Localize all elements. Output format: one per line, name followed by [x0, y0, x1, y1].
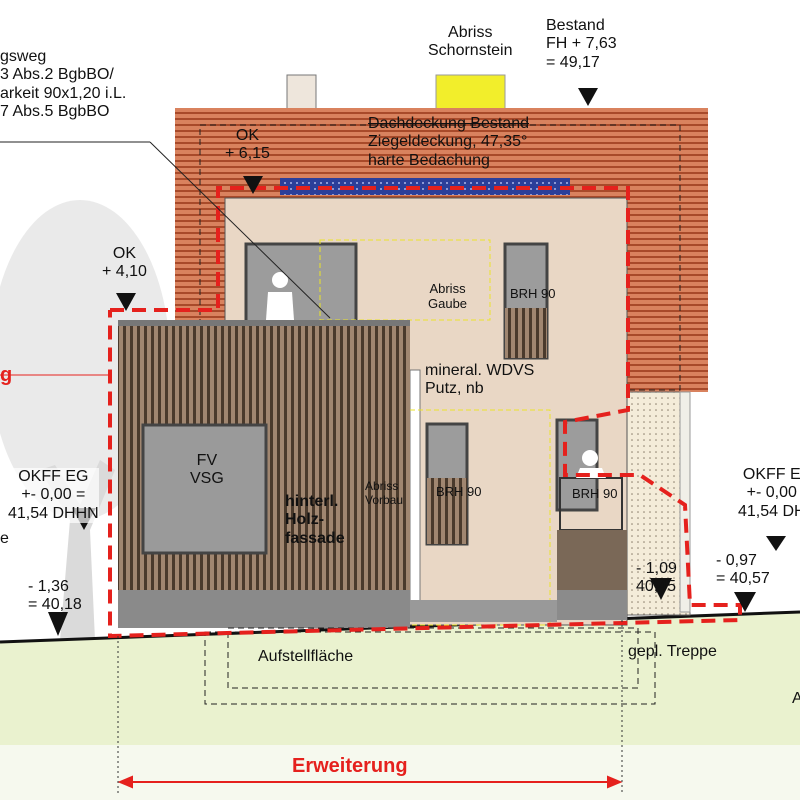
- facade-base: [410, 600, 557, 622]
- fv-window: [141, 423, 268, 555]
- label-line: hinterl.: [285, 493, 339, 510]
- label-line: +- 0,00: [746, 484, 797, 502]
- person-silhouette: [266, 272, 606, 478]
- label-line: Abriss: [365, 479, 399, 493]
- cut-text-right: A: [792, 690, 800, 707]
- lower-ground: [0, 745, 800, 800]
- door-panel: [557, 530, 627, 590]
- label-line: OKFF E: [742, 466, 800, 483]
- extension-dimension: [117, 775, 623, 789]
- setup-area-outline: [204, 627, 656, 705]
- label-line: Dachdeckung Bestand: [368, 115, 529, 132]
- label-line: mineral. WDVS: [425, 362, 535, 379]
- extension-parapet: [118, 320, 410, 326]
- label-line: fassade: [285, 529, 345, 547]
- level-right-label: - 0,97= 40,57: [716, 552, 770, 589]
- okff-left-label: OKFF EG+- 0,00 =41,54 DHHN: [8, 468, 99, 524]
- label-line: OKFF EG: [18, 468, 89, 485]
- label-line: - 0,97: [716, 552, 757, 569]
- cut-text: e: [0, 530, 9, 547]
- downpipe: [409, 369, 421, 621]
- note-line: gsweg: [0, 48, 47, 65]
- label-line: harte Bedachung: [368, 151, 490, 169]
- label-line: = 40,57: [716, 570, 770, 588]
- label-line: Schornstein: [428, 42, 513, 60]
- extension-boundary: [108, 186, 742, 639]
- brh-right-label: BRH 90: [572, 486, 618, 501]
- ok-lower-label: OK+ 4,10: [102, 245, 147, 282]
- label-line: FV: [196, 452, 218, 469]
- label-line: VSG: [190, 470, 224, 488]
- note-line: 7 Abs.5 BgbBO: [0, 103, 110, 121]
- label-line: Bestand: [546, 17, 605, 34]
- wood-facade-label: hinterl.Holz-fassade: [285, 493, 345, 548]
- label-line: = 49,17: [546, 53, 600, 71]
- label-line: 40,45: [636, 578, 677, 596]
- window-railing: [427, 478, 467, 544]
- ok-upper-label: OK+ 6,15: [225, 127, 270, 164]
- label-line: + 4,10: [102, 263, 147, 281]
- extension-label: Erweiterung: [292, 755, 408, 777]
- brh-middle-label: BRH 90: [436, 484, 482, 499]
- note-line: 3 Abs.2 BgbBO/: [0, 66, 114, 84]
- extension-base: [118, 590, 410, 628]
- planned-stair-label: gepl. Treppe: [628, 643, 717, 660]
- label-line: Ziegeldeckung, 47,35°: [368, 133, 528, 151]
- solar-panels: [280, 178, 570, 195]
- level-left-label: - 1,36= 40,18: [28, 578, 82, 615]
- label-line: +- 0,00 =: [21, 486, 86, 504]
- label-line: OK: [235, 127, 260, 144]
- note-line: arkeit 90x1,20 i.L.: [0, 84, 127, 102]
- label-line: - 1,09: [636, 560, 677, 577]
- leader-lines: [0, 141, 331, 376]
- window-railing: [505, 308, 547, 358]
- label-line: - 1,36: [28, 578, 69, 595]
- label-line: Putz, nb: [425, 380, 484, 398]
- label-line: Gaube: [428, 295, 468, 311]
- label-line: Holz-: [285, 511, 325, 529]
- label-line: Abriss: [429, 281, 466, 296]
- label-line: FH + 7,63: [546, 35, 617, 53]
- setup-area-label: Aufstellfläche: [258, 648, 354, 665]
- ground: [0, 612, 800, 745]
- chimney: [286, 74, 317, 110]
- base-plinth: [557, 590, 627, 620]
- brh-upper-label: BRH 90: [510, 286, 556, 301]
- window: [244, 242, 358, 324]
- label-line: 41,54 DHHN: [8, 504, 99, 522]
- label-line: = 40,18: [28, 596, 82, 614]
- label-line: Vorbau: [365, 492, 404, 507]
- label-line: OK: [112, 245, 137, 262]
- label-line: + 6,15: [225, 145, 270, 163]
- cut-red-text: g: [0, 364, 13, 386]
- label-line: Abriss: [448, 24, 493, 41]
- label-line: 41,54 DH: [738, 502, 800, 520]
- chimney-demolition: [435, 74, 506, 110]
